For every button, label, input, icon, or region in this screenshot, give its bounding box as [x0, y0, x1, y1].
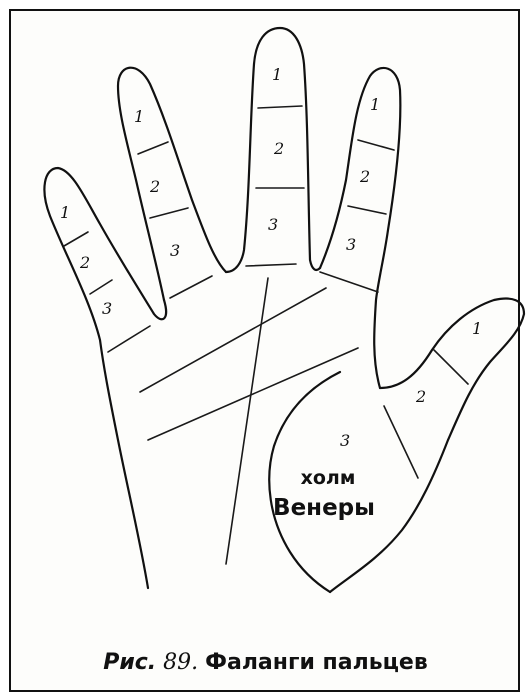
index-phalanx-1: 1 — [370, 95, 380, 114]
palm-lines — [140, 278, 358, 564]
thumb-outline — [330, 299, 524, 592]
little-phalanx-2: 2 — [79, 253, 90, 272]
ring-phalanx-1: 1 — [134, 107, 144, 126]
venus-mount-label: холм Венеры — [273, 467, 375, 521]
ring-finger-outline — [118, 68, 226, 300]
middle-phalanx-1: 1 — [272, 65, 282, 84]
index-phalanx-3: 3 — [346, 235, 356, 254]
heart-line — [140, 288, 326, 392]
thumb-phalanx-1: 1 — [472, 319, 482, 338]
little-phalanx-3: 3 — [102, 299, 112, 318]
caption-prefix: Рис. — [103, 650, 156, 675]
index-finger-outline — [320, 68, 400, 388]
figure-caption: Рис. 89. Фаланги пальцев — [0, 650, 531, 675]
mount-label-line2: Венеры — [273, 495, 375, 521]
little-phalanx-1: 1 — [60, 203, 70, 222]
middle-phalanx-2: 2 — [273, 139, 284, 158]
fate-line — [226, 278, 268, 564]
index-phalanx-2: 2 — [359, 167, 370, 186]
caption-number: 89. — [163, 650, 198, 675]
head-line — [148, 348, 358, 440]
thumb-phalanx-3: 3 — [340, 431, 350, 450]
mount-label-line1: холм — [301, 467, 356, 489]
middle-phalanx-3: 3 — [268, 215, 278, 234]
ring-phalanx-3: 3 — [170, 241, 180, 260]
ring-phalanx-2: 2 — [149, 177, 160, 196]
thumb-phalanx-2: 2 — [415, 387, 426, 406]
caption-title: Фаланги пальцев — [205, 650, 428, 675]
